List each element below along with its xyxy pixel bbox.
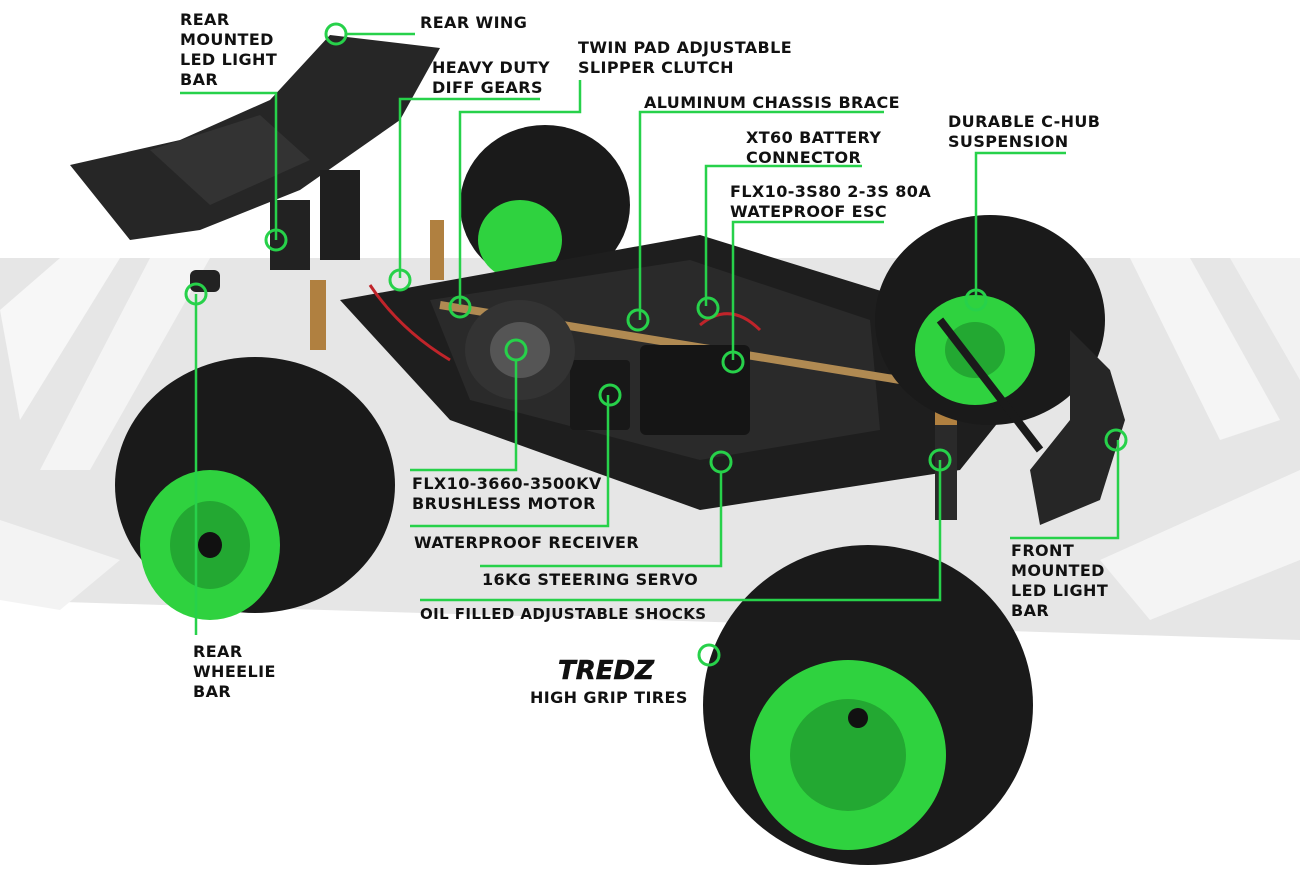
label-front-led-light-bar: FRONT MOUNTED LED LIGHT BAR: [1011, 541, 1109, 620]
callout-lines: [180, 32, 1120, 635]
label-chassis-brace: ALUMINUM CHASSIS BRACE: [644, 93, 901, 112]
label-slipper-clutch: TWIN PAD ADJUSTABLE SLIPPER CLUTCH: [578, 38, 793, 77]
callout-dots: [184, 22, 1128, 667]
rear-left-wheel: [115, 357, 395, 620]
rear-right-wheel: [460, 125, 630, 285]
label-receiver: WATERPROOF RECEIVER: [414, 533, 640, 552]
front-left-wheel: [703, 545, 1033, 865]
label-battery-connector: XT60 BATTERY CONNECTOR: [746, 128, 882, 167]
front-right-wheel: [875, 215, 1105, 425]
label-esc: FLX10-3S80 2-3S 80A WATEPROOF ESC: [730, 182, 932, 221]
label-wheelie-bar: REAR WHEELIE BAR: [193, 642, 276, 701]
label-rear-led-light-bar: REAR MOUNTED LED LIGHT BAR: [180, 10, 278, 89]
label-motor: FLX10-3660-3500KV BRUSHLESS MOTOR: [412, 474, 602, 513]
label-chub-suspension: DURABLE C-HUB SUSPENSION: [948, 112, 1101, 151]
wheelie-bar: [190, 270, 220, 292]
tredz-logo: TREDZ: [558, 656, 656, 685]
svg-text:TREDZ: TREDZ: [558, 656, 655, 685]
front-bumper: [936, 317, 1125, 525]
label-steering-servo: 16KG STEERING SERVO: [482, 570, 699, 589]
label-rear-wing: REAR WING: [420, 13, 528, 32]
label-diff-gears: HEAVY DUTY DIFF GEARS: [432, 58, 550, 97]
label-tires: HIGH GRIP TIRES: [530, 688, 688, 707]
chassis: [340, 235, 1000, 510]
label-shocks: OIL FILLED ADJUSTABLE SHOCKS: [420, 605, 707, 623]
